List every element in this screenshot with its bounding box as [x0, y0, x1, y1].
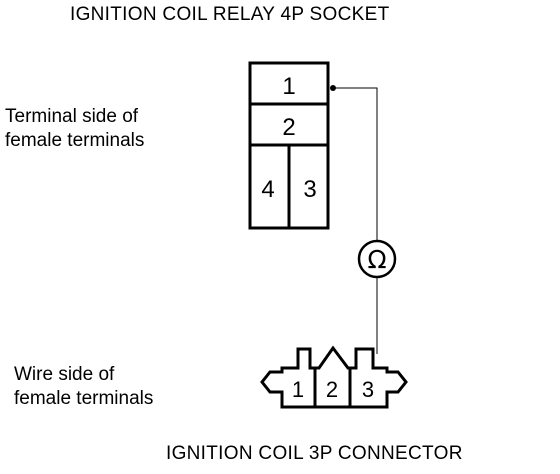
connector-side-label-line1: Wire side of [14, 364, 115, 385]
connector-terminal-2: 2 [326, 377, 338, 402]
coil-connector-title: IGNITION COIL 3P CONNECTOR [166, 443, 463, 464]
ohm-symbol: Ω [367, 245, 386, 274]
relay-terminal-3: 3 [303, 176, 316, 203]
connector-side-label-line2: female terminals [14, 388, 154, 409]
relay-side-label-line2: female terminals [5, 130, 145, 151]
relay-socket [248, 61, 330, 230]
coil-connector-outline [260, 345, 408, 409]
relay-socket-title: IGNITION COIL RELAY 4P SOCKET [70, 4, 390, 25]
ohmmeter-icon: Ω [357, 239, 397, 279]
connector-terminal-1: 1 [292, 377, 304, 402]
relay-terminal-1: 1 [282, 73, 295, 100]
relay-terminal-4: 4 [261, 176, 274, 203]
connector-terminal-3: 3 [362, 377, 374, 402]
coil-connector [260, 345, 408, 409]
relay-side-label-line1: Terminal side of [5, 106, 139, 127]
probe-lead-top [330, 85, 378, 241]
relay-terminal-2: 2 [282, 114, 295, 141]
